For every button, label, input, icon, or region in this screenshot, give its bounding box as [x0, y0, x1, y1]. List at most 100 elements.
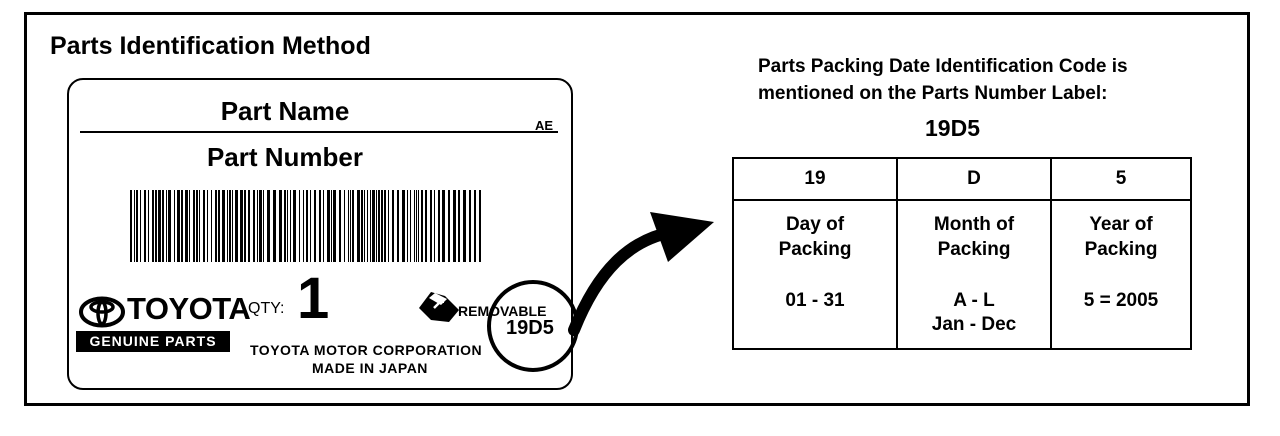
barcode-bar: [361, 190, 363, 262]
barcode-bar: [397, 190, 399, 262]
month-code-cell: D: [896, 157, 1052, 201]
barcode-bar: [364, 190, 365, 262]
barcode-bar: [299, 190, 300, 262]
table-header-row: 19 D 5: [732, 157, 1192, 201]
diagram-title: Parts Identification Method: [50, 32, 371, 60]
barcode-bar: [248, 190, 250, 262]
barcode-bar: [402, 190, 405, 262]
barcode-bar: [434, 190, 435, 262]
barcode-bar: [458, 190, 460, 262]
barcode-bar: [339, 190, 341, 262]
barcode-bar: [185, 190, 188, 262]
barcode-bar: [284, 190, 286, 262]
curved-arrow-icon: [568, 212, 714, 336]
barcode-bar: [155, 190, 157, 262]
code-highlight-circle: [487, 280, 579, 372]
barcode-bar: [414, 190, 415, 262]
brand-name: TOYOTA: [127, 291, 251, 326]
manufacturer-text: TOYOTA MOTOR CORPORATION: [250, 342, 483, 358]
barcode-bar: [306, 190, 308, 262]
barcode-bar: [259, 190, 262, 262]
month-desc-line1: Month of: [933, 214, 1015, 235]
barcode-bar: [479, 190, 481, 262]
barcode-bar: [442, 190, 445, 262]
day-description-cell: Day of Packing 01 - 31: [732, 199, 898, 350]
barcode-bar: [370, 190, 371, 262]
barcode-bar: [174, 190, 175, 262]
barcode-bar: [352, 190, 354, 262]
barcode-bar: [162, 190, 164, 262]
barcode-bar: [181, 190, 183, 262]
day-desc-line1: Day of: [785, 214, 845, 235]
barcode-bar: [134, 190, 135, 262]
barcode-bar: [372, 190, 375, 262]
toyota-emblem-icon: [79, 296, 125, 328]
barcode-bar: [257, 190, 258, 262]
part-number-text: Part Number: [206, 142, 364, 172]
day-code-cell: 19: [732, 157, 898, 201]
barcode-bar: [407, 190, 408, 262]
barcode-bar: [152, 190, 154, 262]
barcode-bar: [168, 190, 171, 262]
explanation-heading: Parts Packing Date Identification Code i…: [758, 53, 1128, 107]
part-number-label: [67, 78, 573, 390]
barcode-bar: [344, 190, 345, 262]
barcode-bar: [158, 190, 161, 262]
month-description-cell: Month of Packing A - L Jan - Dec: [896, 199, 1052, 350]
barcode-bar: [319, 190, 321, 262]
barcode-bar: [130, 190, 132, 262]
barcode-bar: [323, 190, 324, 262]
barcode-bar: [177, 190, 180, 262]
barcode-bar: [263, 190, 264, 262]
barcode-bar: [418, 190, 419, 262]
month-range-line2: Jan - Dec: [931, 314, 1017, 335]
barcode-bar: [314, 190, 316, 262]
barcode-bar: [474, 190, 476, 262]
barcode-bar: [388, 190, 389, 262]
diagram-frame: [24, 12, 1250, 406]
barcode: [130, 190, 481, 262]
barcode-bar: [367, 190, 368, 262]
day-range: 01 - 31: [785, 290, 845, 311]
explanation-heading-line2: mentioned on the Parts Number Label:: [758, 83, 1108, 104]
barcode-bar: [279, 190, 282, 262]
barcode-bar: [253, 190, 255, 262]
barcode-bar: [189, 190, 190, 262]
barcode-bar: [140, 190, 141, 262]
packing-date-code: 19D5: [506, 317, 554, 339]
barcode-bar: [196, 190, 198, 262]
barcode-bar: [222, 190, 225, 262]
barcode-bar: [331, 190, 332, 262]
barcode-bar: [244, 190, 246, 262]
barcode-bar: [469, 190, 471, 262]
barcode-bar: [232, 190, 233, 262]
day-desc-line2: Packing: [778, 239, 852, 260]
month-range: A - L: [953, 290, 995, 311]
part-name-text: Part Name: [220, 96, 350, 126]
removable-tag-icon: [419, 292, 459, 322]
barcode-bar: [384, 190, 386, 262]
barcode-bar: [350, 190, 351, 262]
barcode-bar: [287, 190, 288, 262]
barcode-bar: [430, 190, 432, 262]
barcode-bar: [199, 190, 200, 262]
barcode-bar: [416, 190, 417, 262]
explanation-code: 19D5: [925, 115, 980, 141]
suffix-code: AE: [535, 118, 554, 133]
barcode-bar: [144, 190, 146, 262]
barcode-bar: [453, 190, 456, 262]
barcode-bar: [166, 190, 167, 262]
barcode-bar: [357, 190, 360, 262]
year-code-cell: 5: [1050, 157, 1192, 201]
year-description-cell: Year of Packing 5 = 2005: [1050, 199, 1192, 350]
year-range-line2: [1052, 312, 1190, 337]
barcode-bar: [448, 190, 450, 262]
barcode-bar: [240, 190, 243, 262]
barcode-bar: [218, 190, 220, 262]
barcode-bar: [381, 190, 383, 262]
part-name-underline: [80, 131, 558, 133]
origin-text: MADE IN JAPAN: [312, 360, 428, 376]
barcode-bar: [348, 190, 349, 262]
barcode-bar: [148, 190, 149, 262]
